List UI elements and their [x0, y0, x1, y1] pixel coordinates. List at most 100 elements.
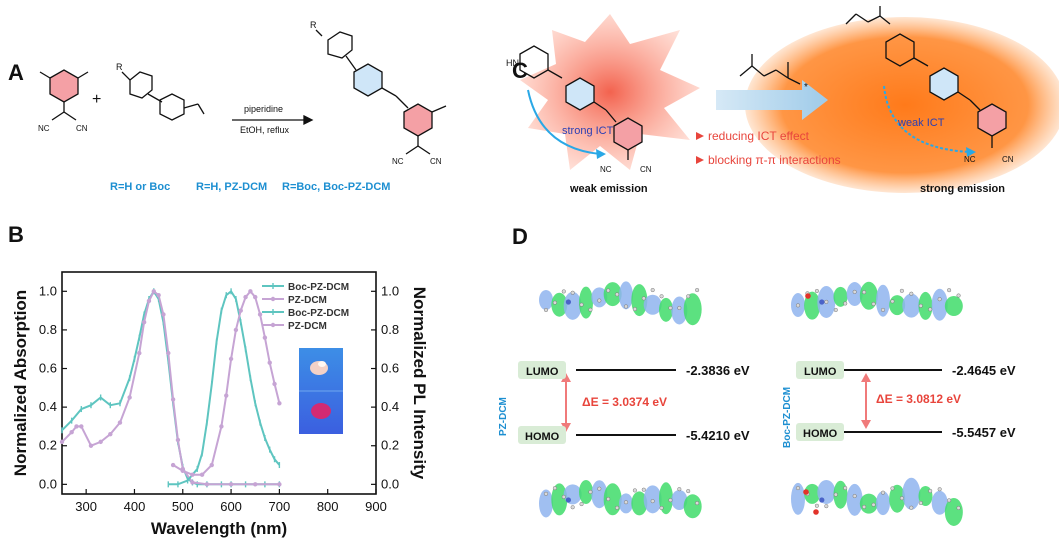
data-point [166, 350, 171, 356]
strong-emission-glow [745, 17, 1059, 193]
orbital-lobe [791, 482, 805, 515]
homo-label-right: HOMO [803, 428, 838, 440]
orbital-lobe [876, 284, 890, 317]
orbital-lobe [619, 281, 633, 310]
atom [588, 489, 593, 495]
nh-label: HN [506, 58, 519, 68]
x-tick-label: 900 [365, 499, 387, 514]
atom [615, 505, 620, 510]
data-point [141, 319, 147, 325]
nitrogen-atom [565, 299, 572, 305]
atom [552, 300, 557, 305]
atom [937, 487, 942, 492]
strong-emission-label: strong emission [920, 183, 1005, 195]
atom [677, 305, 682, 311]
x-axis-label: Wavelength (nm) [151, 519, 287, 538]
gap-left: ΔE = 3.0374 eV [582, 395, 667, 409]
panel-c-molecules [519, 6, 1007, 160]
y2-tick-label: 0.4 [381, 399, 399, 414]
vial-photo-inset [299, 348, 343, 434]
atom [833, 307, 838, 313]
cn-label-left: CN [640, 165, 652, 174]
atom [543, 307, 549, 313]
cn-label-product: CN [430, 157, 442, 166]
legend-label: PZ-DCM [288, 321, 327, 332]
y-tick-label: 0.2 [39, 438, 57, 453]
effect-bullet-2 [696, 156, 704, 164]
nc-label-reactant: NC [38, 124, 50, 133]
data-point [233, 327, 239, 333]
orbital-lobe [931, 288, 948, 321]
data-point [262, 335, 268, 340]
atom [871, 502, 876, 507]
data-point [108, 431, 113, 437]
atom [597, 298, 602, 303]
atom [632, 488, 637, 493]
orbital-lobe [846, 483, 863, 516]
legend-marker [270, 322, 276, 328]
data-point [277, 401, 282, 406]
data-point [243, 294, 248, 300]
orbital-lobe [579, 480, 593, 505]
y2-tick-label: 1.0 [381, 283, 399, 298]
weak-ict-label: weak ICT [897, 117, 945, 129]
legend-label: Boc-PZ-DCM [288, 282, 349, 293]
lumo-label-left: LUMO [526, 366, 559, 378]
orbital-lobe [539, 489, 553, 518]
orbital-lobe [683, 293, 702, 326]
r-definition-1: R=H or Boc [110, 181, 170, 193]
pyran-ring-product [403, 103, 433, 137]
atom [899, 496, 904, 501]
homo-value-right: -5.5457 eV [952, 425, 1016, 440]
orbital-lobe [944, 497, 963, 526]
series-line-2 [168, 289, 281, 486]
strong-ict-arrow [527, 89, 601, 155]
orbital-lobe [876, 491, 890, 516]
atom [597, 486, 602, 491]
atom [795, 303, 801, 308]
legend-label: PZ-DCM [288, 295, 327, 306]
orbital-lobe [846, 282, 863, 307]
orbital-lobe [631, 491, 648, 516]
atom [606, 496, 611, 502]
x-tick-label: 500 [172, 499, 194, 514]
reagent-label: piperidine [244, 104, 283, 114]
atom [880, 490, 886, 495]
y2-tick-label: 0.2 [381, 438, 399, 453]
conditions-label: EtOH, reflux [240, 125, 290, 135]
atom [852, 494, 857, 499]
atom [561, 494, 566, 499]
data-point [238, 308, 243, 313]
data-point [204, 482, 210, 487]
y2-tick-label: 0.8 [381, 322, 399, 337]
data-point [272, 381, 277, 387]
orbital-lobe [579, 286, 593, 319]
orbital-lobe [591, 287, 608, 308]
panel-label-b: B [8, 222, 24, 247]
data-point [253, 294, 258, 300]
legend-marker [270, 296, 276, 302]
atom [659, 505, 664, 511]
orbital-lobe [563, 291, 582, 320]
atom [588, 307, 593, 312]
effect-blocking-pi: blocking π-π interactions [708, 153, 841, 167]
x-tick-label: 400 [124, 499, 146, 514]
data-point [161, 312, 166, 317]
atom [677, 487, 682, 492]
y-axis-label: Normalized Absorption [11, 290, 30, 476]
atom [579, 502, 584, 507]
data-point [219, 424, 224, 429]
y-tick-label: 0.8 [39, 322, 57, 337]
atom [890, 486, 895, 491]
orbital-lobe [551, 292, 568, 317]
atom [880, 307, 886, 312]
atom [659, 294, 664, 299]
data-point [98, 439, 103, 445]
atom [668, 305, 673, 311]
homo-label-left: HOMO [525, 431, 560, 443]
plus-sign: + [92, 91, 101, 108]
benzene-ring-product [353, 63, 383, 97]
atom [843, 485, 848, 491]
benzene-ring-reactant [159, 93, 185, 121]
orbital-lobe [603, 282, 622, 307]
